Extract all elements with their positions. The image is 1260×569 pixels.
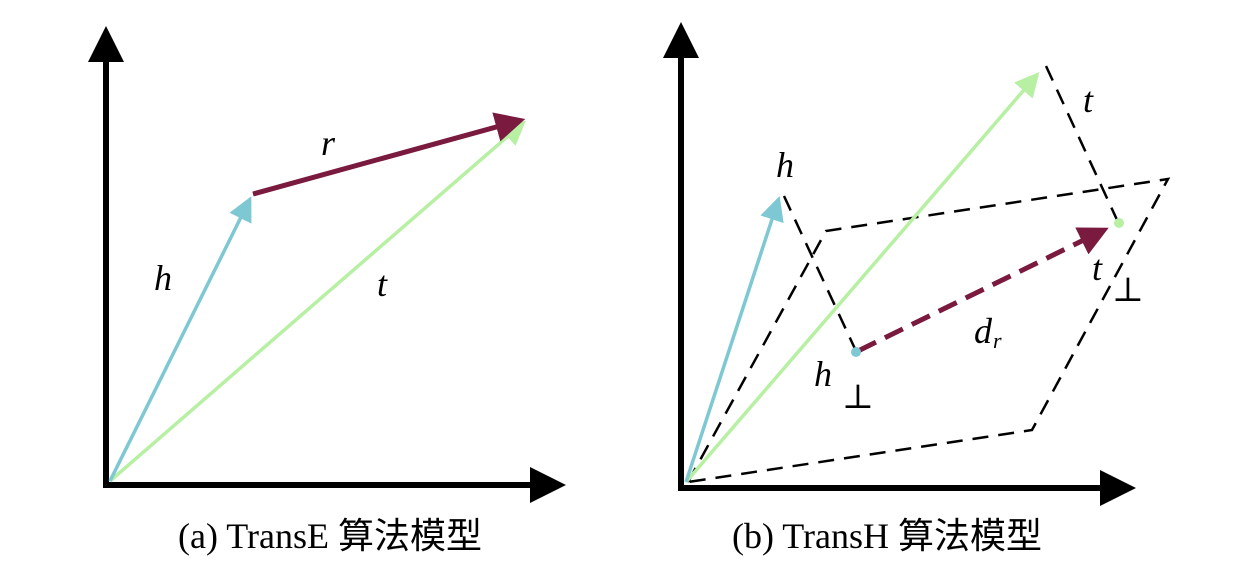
panel-a-transe: r h t (a) TransE 算法模型 bbox=[88, 26, 566, 556]
panel-b-h-perp-point bbox=[851, 347, 861, 357]
panel-b-t-perp-point bbox=[1114, 218, 1124, 228]
panel-b-label-h-perp-base: h bbox=[814, 354, 832, 394]
panel-a-h-vector bbox=[108, 196, 252, 482]
panel-b-label-h-perp-symbol: ⊥ bbox=[842, 379, 874, 416]
panel-b-label-t: t bbox=[1083, 80, 1094, 120]
panel-a-t-vector bbox=[108, 120, 526, 483]
panel-a-label-h: h bbox=[154, 258, 172, 298]
panel-b-transh: h t d r h ⊥ t ⊥ (b) TransH 算法模型 bbox=[663, 22, 1171, 556]
panel-b-label-t-perp-base: t bbox=[1092, 248, 1103, 288]
panel-b-label-h: h bbox=[776, 145, 794, 185]
panel-b-t-projection-line bbox=[1044, 65, 1120, 223]
panel-a-caption: (a) TransE 算法模型 bbox=[178, 516, 482, 556]
panel-b-hyperplane bbox=[685, 177, 1171, 484]
panel-b-h-projection-line bbox=[782, 195, 858, 352]
panel-b-dr-vector bbox=[856, 227, 1109, 354]
panel-b-label-d: d bbox=[974, 311, 993, 351]
panel-b-caption: (b) TransH 算法模型 bbox=[732, 516, 1042, 556]
panel-a-r-vector bbox=[252, 112, 526, 197]
panel-b-label-t-perp-symbol: ⊥ bbox=[1112, 272, 1144, 309]
panel-a-label-r: r bbox=[321, 123, 336, 163]
panel-b-h-vector bbox=[684, 196, 784, 483]
panel-b-t-vector bbox=[684, 72, 1040, 484]
panel-a-label-t: t bbox=[377, 264, 388, 304]
panel-b-label-d-sub: r bbox=[993, 328, 1002, 353]
